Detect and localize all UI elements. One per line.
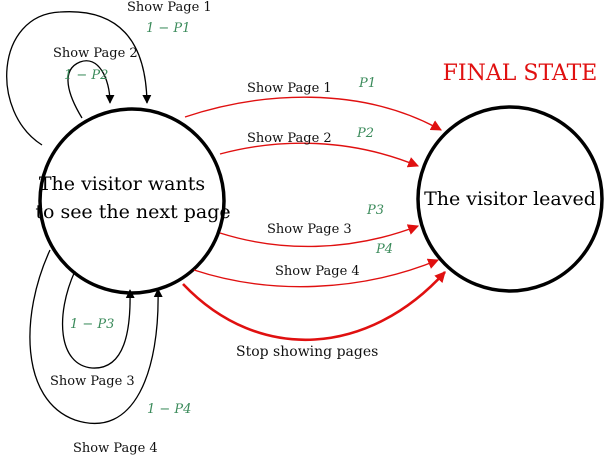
state-start-line1: The visitor wants <box>39 173 205 195</box>
self-loop-page-1 <box>6 11 152 146</box>
exit-label-page-3: Show Page 3 <box>267 222 352 237</box>
self-loop-page-3 <box>61 270 135 369</box>
state-end-label: The visitor leaved <box>424 188 596 210</box>
self-loop-label-page-4: Show Page 4 <box>73 441 158 456</box>
state-start-line2: to see the next page <box>35 201 230 223</box>
exit-prob-page-3: P3 <box>366 203 384 218</box>
exit-edge-page-2 <box>219 142 420 168</box>
exit-prob-page-2: P2 <box>356 126 374 141</box>
self-loop-label-page-2: Show Page 2 <box>53 46 138 61</box>
exit-label-page-4: Show Page 4 <box>275 264 360 279</box>
final-state-label: FINAL STATE <box>443 61 598 86</box>
self-loop-page-4 <box>29 249 163 425</box>
self-loop-prob-page-3: 1 − P3 <box>70 317 114 332</box>
exit-label-stop: Stop showing pages <box>236 344 378 360</box>
exit-prob-page-1: P1 <box>358 76 376 91</box>
self-loop-page-2 <box>67 60 115 119</box>
exit-label-page-2: Show Page 2 <box>247 131 332 146</box>
exit-prob-page-4: P4 <box>375 242 393 257</box>
exit-edge-page-4 <box>193 258 440 288</box>
self-loop-label-page-3: Show Page 3 <box>50 374 135 389</box>
exit-edge-stop <box>182 271 446 342</box>
state-visitor-leaved-circle <box>416 105 604 293</box>
self-loop-prob-page-2: 1 − P2 <box>64 68 108 83</box>
self-loop-prob-page-4: 1 − P4 <box>147 402 191 417</box>
self-loop-label-page-1: Show Page 1 <box>127 0 212 15</box>
exit-edge-page-1 <box>184 96 442 131</box>
self-loop-prob-page-1: 1 − P1 <box>146 21 190 36</box>
exit-label-page-1: Show Page 1 <box>247 81 332 96</box>
exit-edge-page-3 <box>219 224 420 248</box>
